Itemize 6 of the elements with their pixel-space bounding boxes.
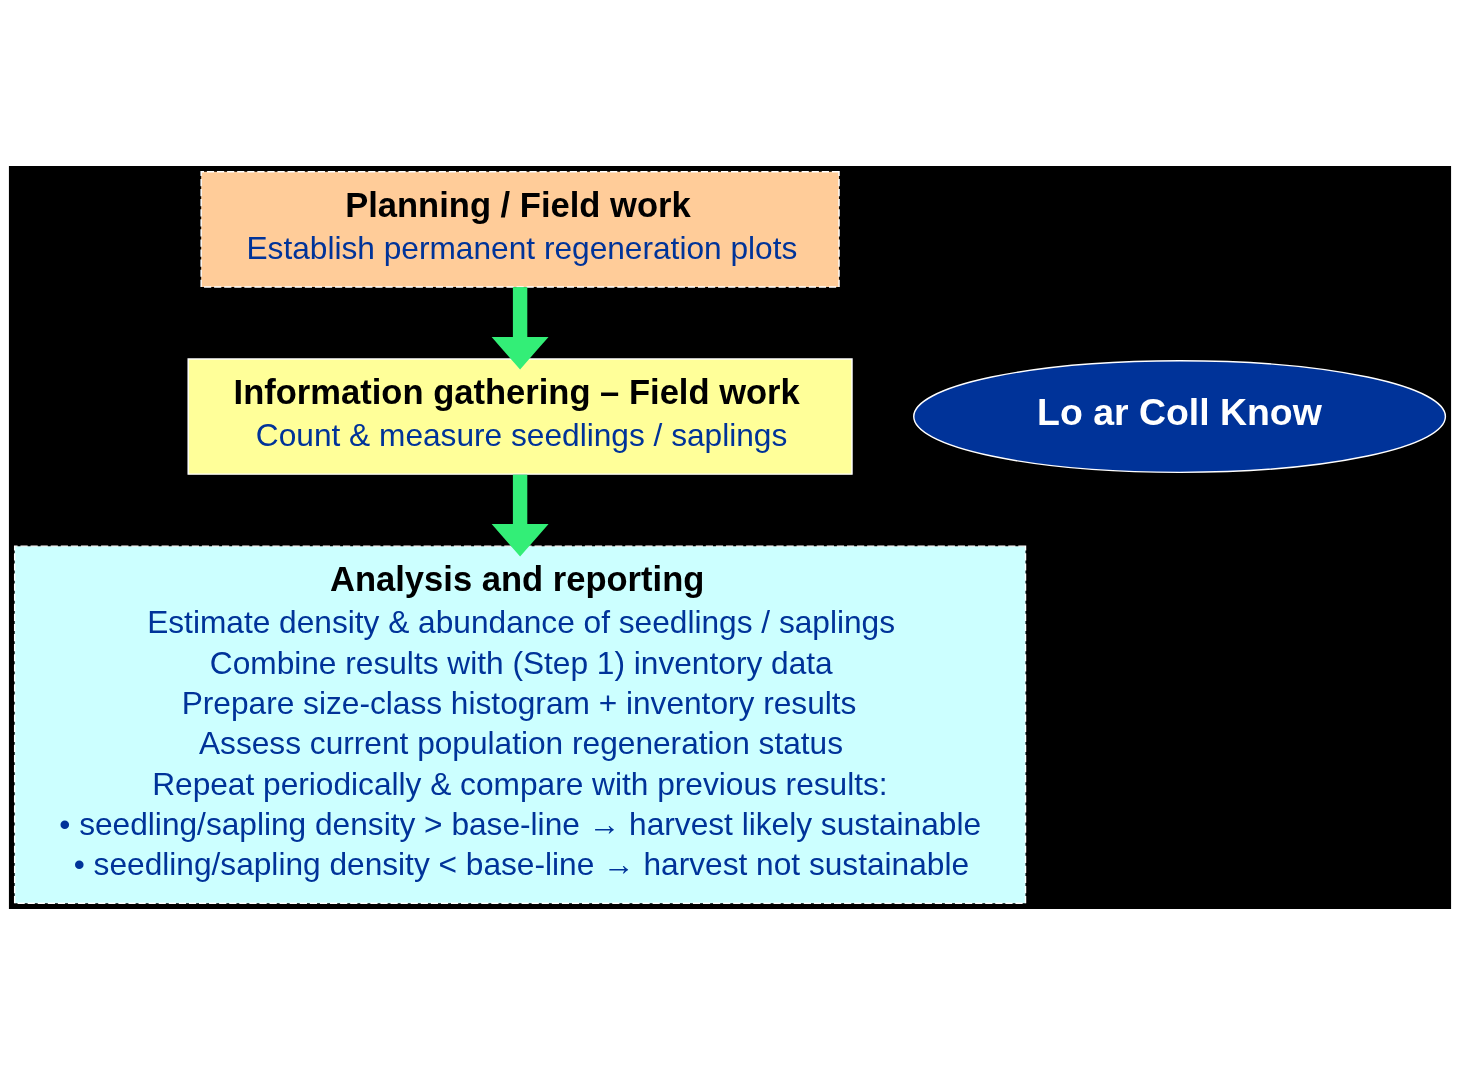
node-box: Analysis and reporting Estimate density & abundance of seedlings / saplings Combine results with (Step 1) inventory data Prepare size-class histogram + inventory results Assess current population regeneration status Repeat periodically & compare with previous results: • seedling/sapling density > base-line → harvest likely sustainable • seedling/sapling density < base-line → harvest not sustainable <box>13 544 1027 904</box>
arrow <box>491 286 549 369</box>
arrow <box>491 474 549 557</box>
node-box: Information gathering – Field work Count & measure seedlings / saplings <box>187 357 853 475</box>
node-ellipse: Lo ar Coll Know <box>913 359 1447 473</box>
node-box: Planning / Field work Establish permanent regeneration plots <box>200 170 840 288</box>
